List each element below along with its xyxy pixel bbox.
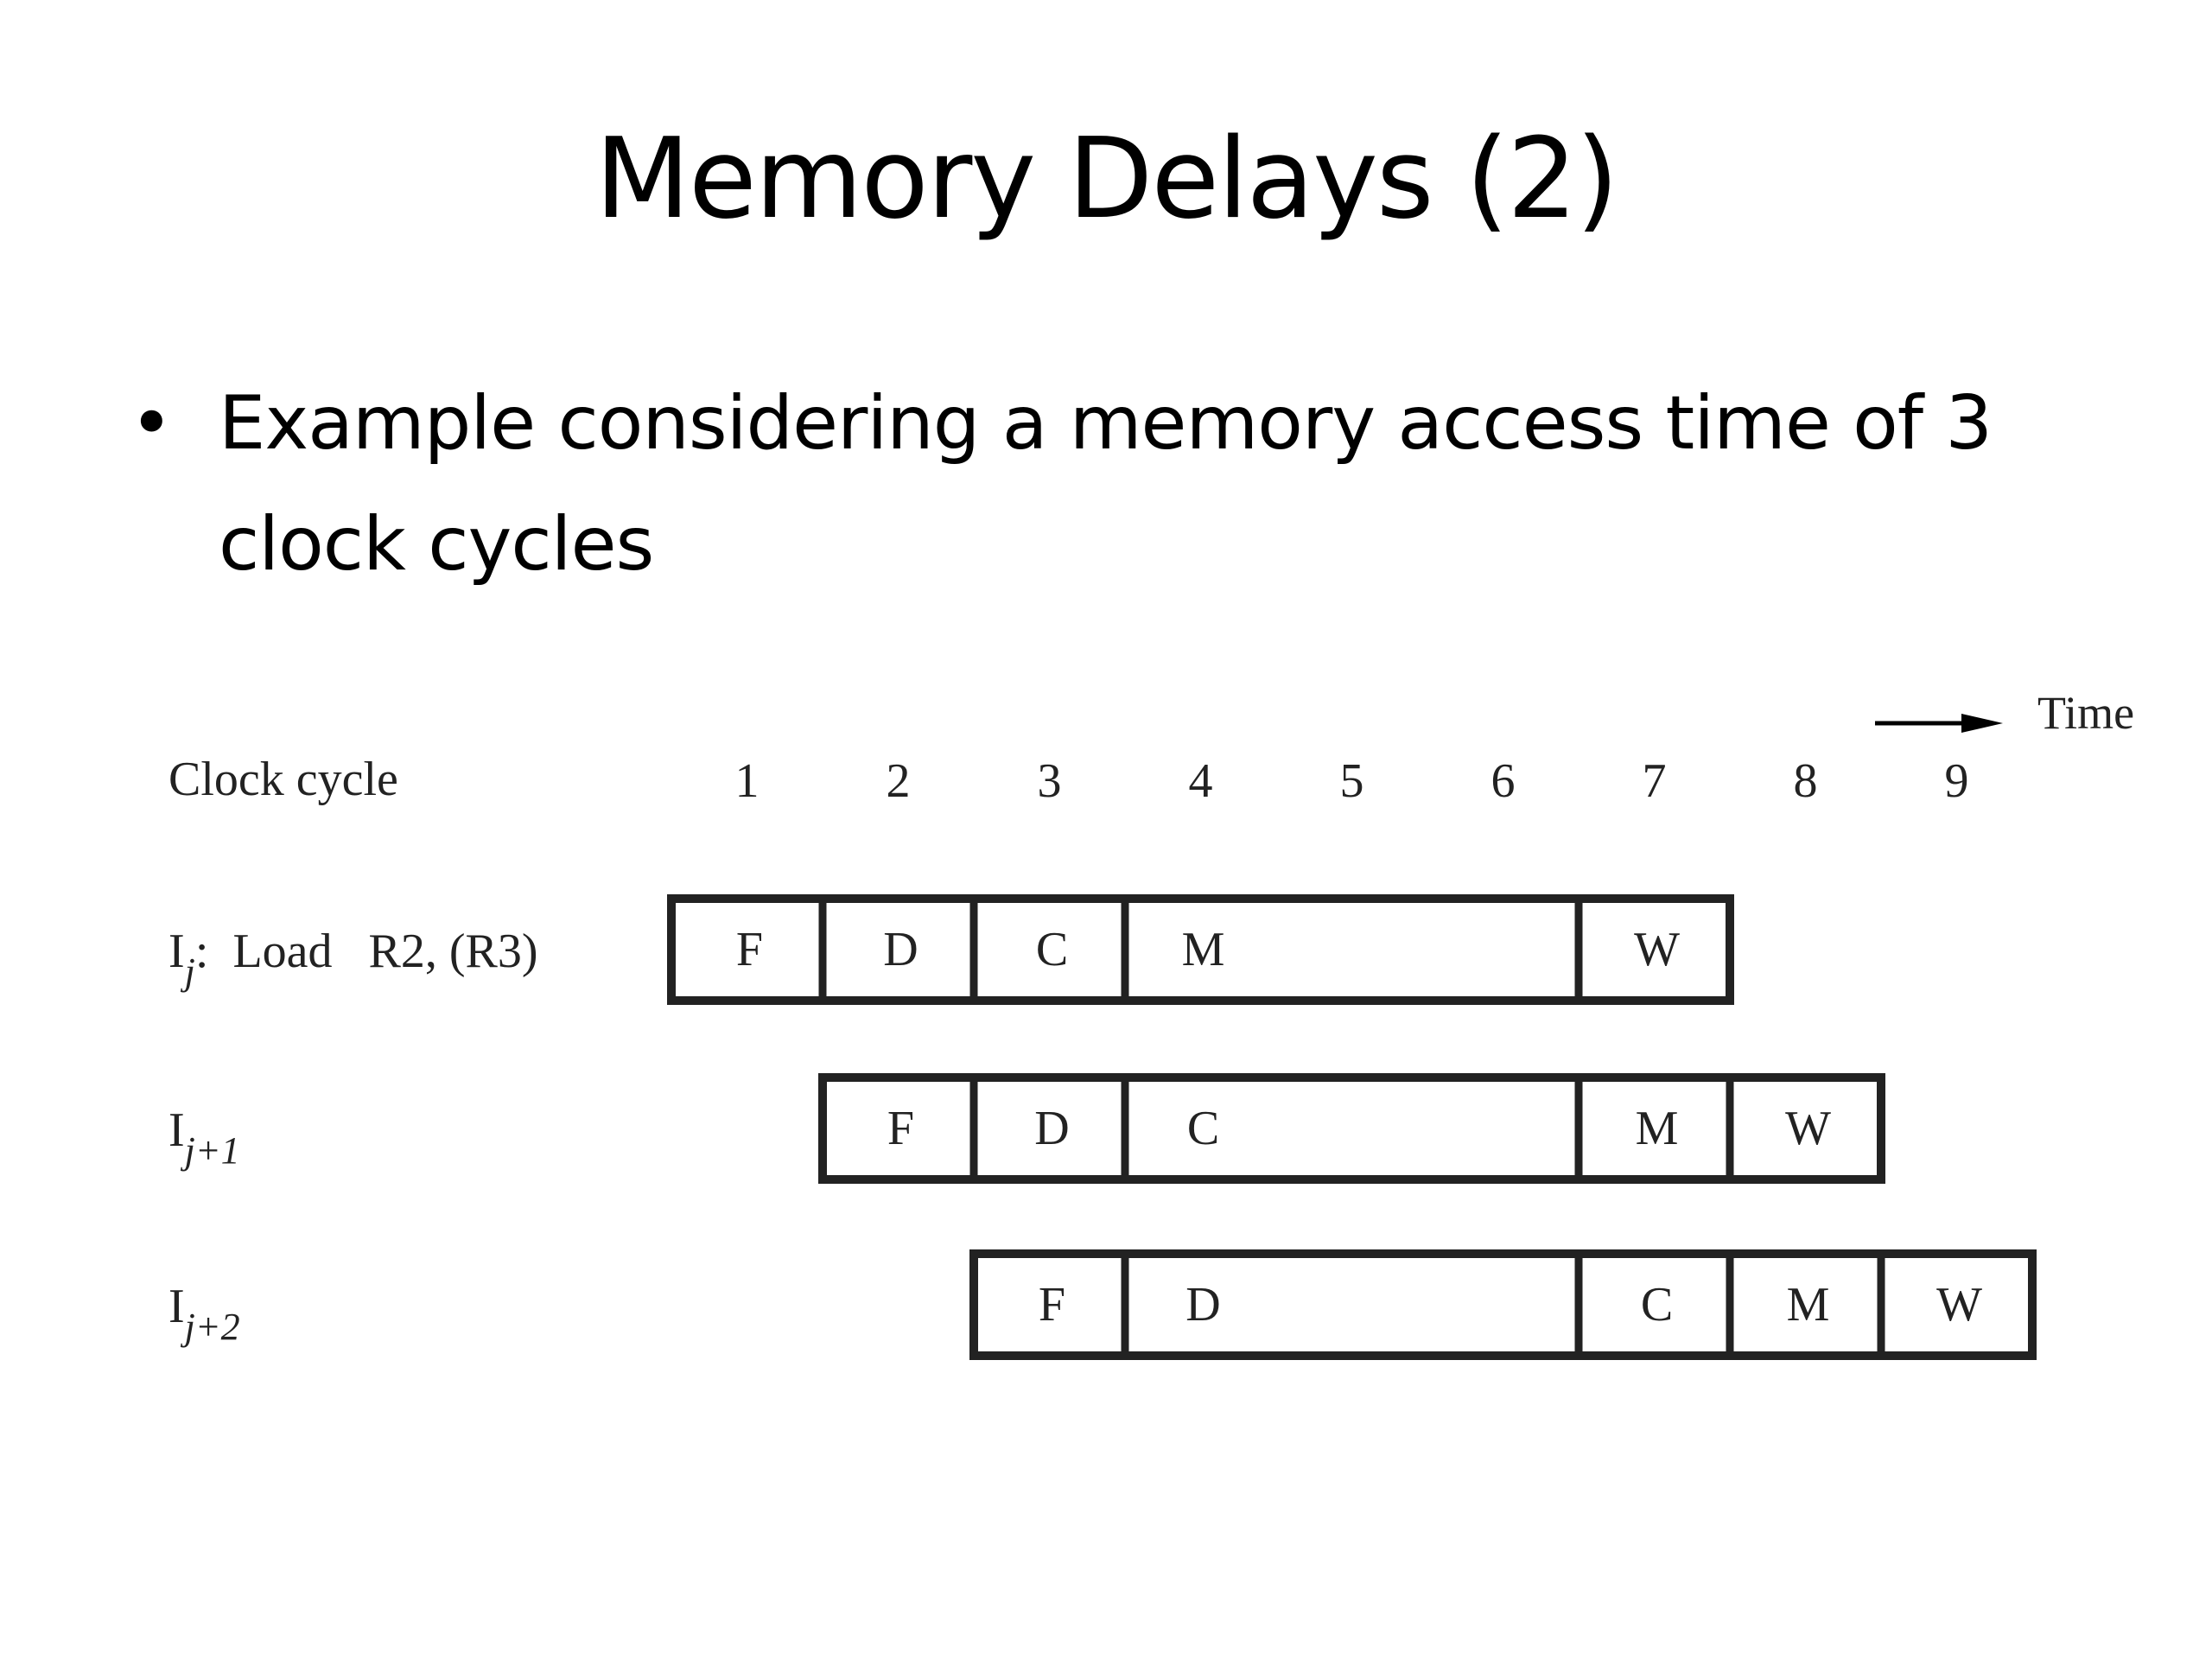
instruction-label-subscript: j+1 bbox=[181, 1129, 240, 1172]
cycle-numbers: 1 2 3 4 5 6 7 8 9 bbox=[735, 754, 1969, 808]
clock-cycle-label: Clock cycle bbox=[168, 753, 398, 806]
instruction-label-1: Ij: Load R2, (R3) bbox=[168, 925, 538, 993]
instruction-label-main: I bbox=[168, 925, 185, 978]
time-arrow-head bbox=[1961, 714, 2003, 733]
cycle-number-4: 4 bbox=[1189, 754, 1213, 808]
instruction-label-subscript: j bbox=[181, 950, 195, 993]
time-label: Time bbox=[2037, 687, 2134, 739]
cycle-number-8: 8 bbox=[1794, 754, 1818, 808]
bullet-dot: • bbox=[130, 380, 174, 467]
cycle-number-3: 3 bbox=[1038, 754, 1062, 808]
instruction-label-main: I bbox=[168, 1280, 185, 1333]
cycle-number-6: 6 bbox=[1491, 754, 1516, 808]
stage-label-c: C bbox=[1036, 923, 1068, 976]
cycle-number-5: 5 bbox=[1340, 754, 1364, 808]
cycle-number-2: 2 bbox=[887, 754, 911, 808]
time-arrow bbox=[1875, 714, 2003, 733]
stage-label-f: F bbox=[1039, 1278, 1065, 1332]
cycle-number-7: 7 bbox=[1643, 754, 1667, 808]
cycle-number-1: 1 bbox=[735, 754, 760, 808]
stage-label-f: F bbox=[736, 923, 763, 976]
stage-label-d: D bbox=[1185, 1278, 1220, 1332]
stage-label-d: D bbox=[883, 923, 918, 976]
stage-label-w: W bbox=[1785, 1102, 1831, 1155]
stage-label-d: D bbox=[1034, 1102, 1069, 1155]
pipeline-rows: F D C M W F D C M W F D C M W bbox=[667, 894, 2037, 1360]
stage-label-f: F bbox=[887, 1102, 914, 1155]
stage-label-w: W bbox=[1936, 1278, 1982, 1332]
stage-label-m: M bbox=[1636, 1102, 1679, 1155]
instruction-label-suffix: : Load R2, (R3) bbox=[195, 925, 538, 978]
pipeline-row-border bbox=[818, 1073, 1885, 1184]
stage-label-m: M bbox=[1182, 923, 1225, 976]
stage-label-c: C bbox=[1187, 1102, 1219, 1155]
pipeline-row-border bbox=[667, 894, 1734, 1005]
slide-title: Memory Delays (2) bbox=[594, 115, 1619, 244]
instruction-label-3: Ij+2 bbox=[168, 1280, 240, 1348]
stage-label-w: W bbox=[1634, 923, 1680, 976]
pipeline-row-border bbox=[969, 1249, 2037, 1360]
bullet-text: Example considering a memory access time… bbox=[219, 380, 1993, 588]
instruction-label-2: Ij+1 bbox=[168, 1103, 240, 1172]
cycle-number-9: 9 bbox=[1945, 754, 1969, 808]
instruction-label-subscript: j+2 bbox=[181, 1306, 240, 1348]
instruction-labels: Ij: Load R2, (R3)Ij+1Ij+2 bbox=[168, 925, 538, 1348]
stage-label-c: C bbox=[1641, 1278, 1673, 1332]
stage-label-m: M bbox=[1787, 1278, 1830, 1332]
instruction-label-main: I bbox=[168, 1103, 185, 1157]
